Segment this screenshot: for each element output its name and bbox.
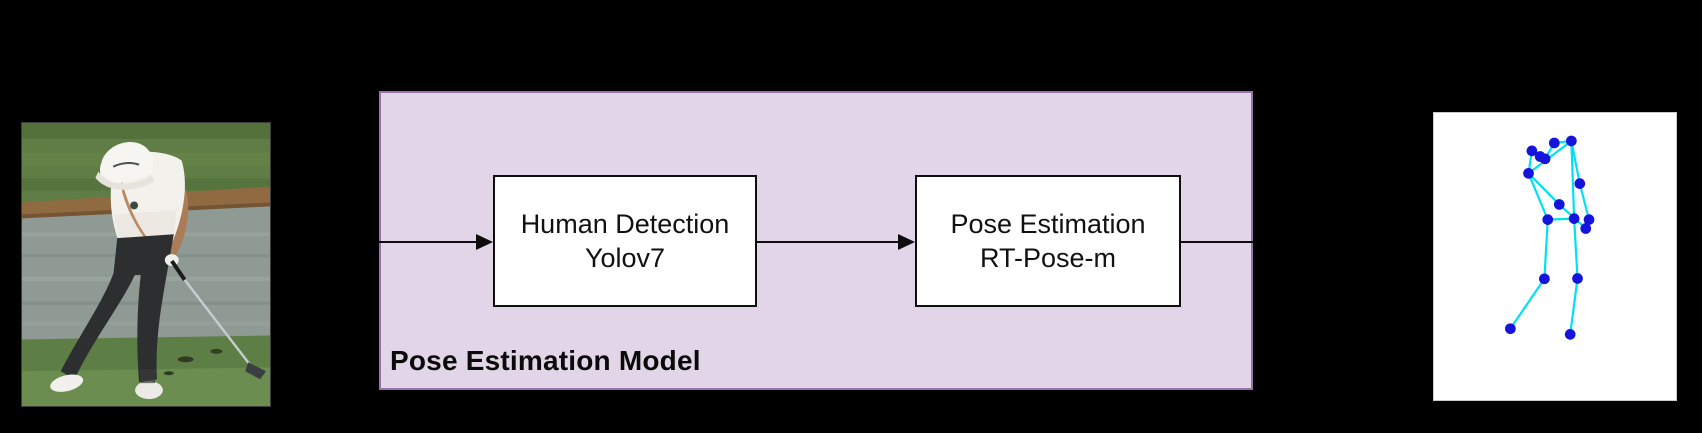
line-stage2-output bbox=[1181, 240, 1253, 243]
pose-keypoint-right_ankle bbox=[1564, 329, 1576, 340]
pose-bone-right_knee-right_ankle bbox=[1569, 278, 1579, 335]
arrow-shaft bbox=[757, 240, 898, 244]
arrow-input-to-stage1 bbox=[379, 233, 493, 251]
pose-keypoint-left_ear bbox=[1526, 145, 1538, 157]
model-container-label: Pose Estimation Model bbox=[390, 345, 701, 376]
pose-bone-right_hip-right_knee bbox=[1573, 218, 1579, 279]
pose-keypoint-left_hip bbox=[1542, 214, 1554, 225]
pose-bone-left_knee-left_ankle bbox=[1509, 278, 1546, 330]
pose-keypoint-left_elbow bbox=[1553, 199, 1565, 210]
pose-keypoint-right_eye bbox=[1539, 153, 1551, 165]
golfer-photo-art bbox=[22, 123, 270, 406]
pose-bone-left_shoulder-left_hip bbox=[1527, 172, 1549, 221]
arrow-stage1-to-stage2 bbox=[757, 233, 915, 251]
pose-keypoint-right_elbow bbox=[1574, 178, 1586, 189]
output-pose-panel bbox=[1433, 112, 1677, 401]
pose-bone-right_shoulder-right_elbow bbox=[1570, 140, 1581, 184]
pose-keypoint-left_knee bbox=[1539, 273, 1550, 285]
golfer-figure bbox=[50, 141, 267, 400]
pose-keypoint-right_knee bbox=[1572, 273, 1583, 284]
stage-pose-estimation: Pose Estimation RT-Pose-m bbox=[915, 175, 1181, 307]
pose-keypoint-right_hip bbox=[1568, 213, 1580, 224]
stage-pose-estimation-line1: Pose Estimation bbox=[950, 209, 1146, 239]
arrowhead-icon bbox=[898, 234, 915, 250]
pose-bone-right_shoulder-right_hip bbox=[1570, 140, 1576, 219]
stage-human-detection-line1: Human Detection bbox=[520, 209, 730, 239]
input-golfer-photo bbox=[21, 122, 271, 407]
pose-skeleton-svg bbox=[1505, 135, 1595, 340]
pose-keypoint-right_ear bbox=[1548, 137, 1560, 149]
pose-bone-right_elbow-right_wrist bbox=[1578, 183, 1591, 220]
stage-human-detection: Human Detection Yolov7 bbox=[493, 175, 757, 307]
stage-human-detection-line2: Yolov7 bbox=[584, 243, 666, 273]
pose-keypoint-right_shoulder bbox=[1566, 135, 1577, 147]
stage-pose-estimation-line2: RT-Pose-m bbox=[979, 243, 1117, 273]
pose-bone-left_hip-left_knee bbox=[1543, 219, 1549, 279]
pose-bone-left_shoulder-left_elbow bbox=[1527, 172, 1561, 206]
arrowhead-icon bbox=[476, 234, 493, 250]
pose-keypoint-left_ankle bbox=[1505, 323, 1516, 335]
pose-keypoint-left_shoulder bbox=[1523, 168, 1534, 179]
golf-club bbox=[170, 259, 267, 380]
arrow-shaft bbox=[379, 240, 476, 244]
pose-keypoint-left_wrist bbox=[1580, 223, 1592, 234]
pose-keypoint-right_wrist bbox=[1583, 214, 1595, 225]
